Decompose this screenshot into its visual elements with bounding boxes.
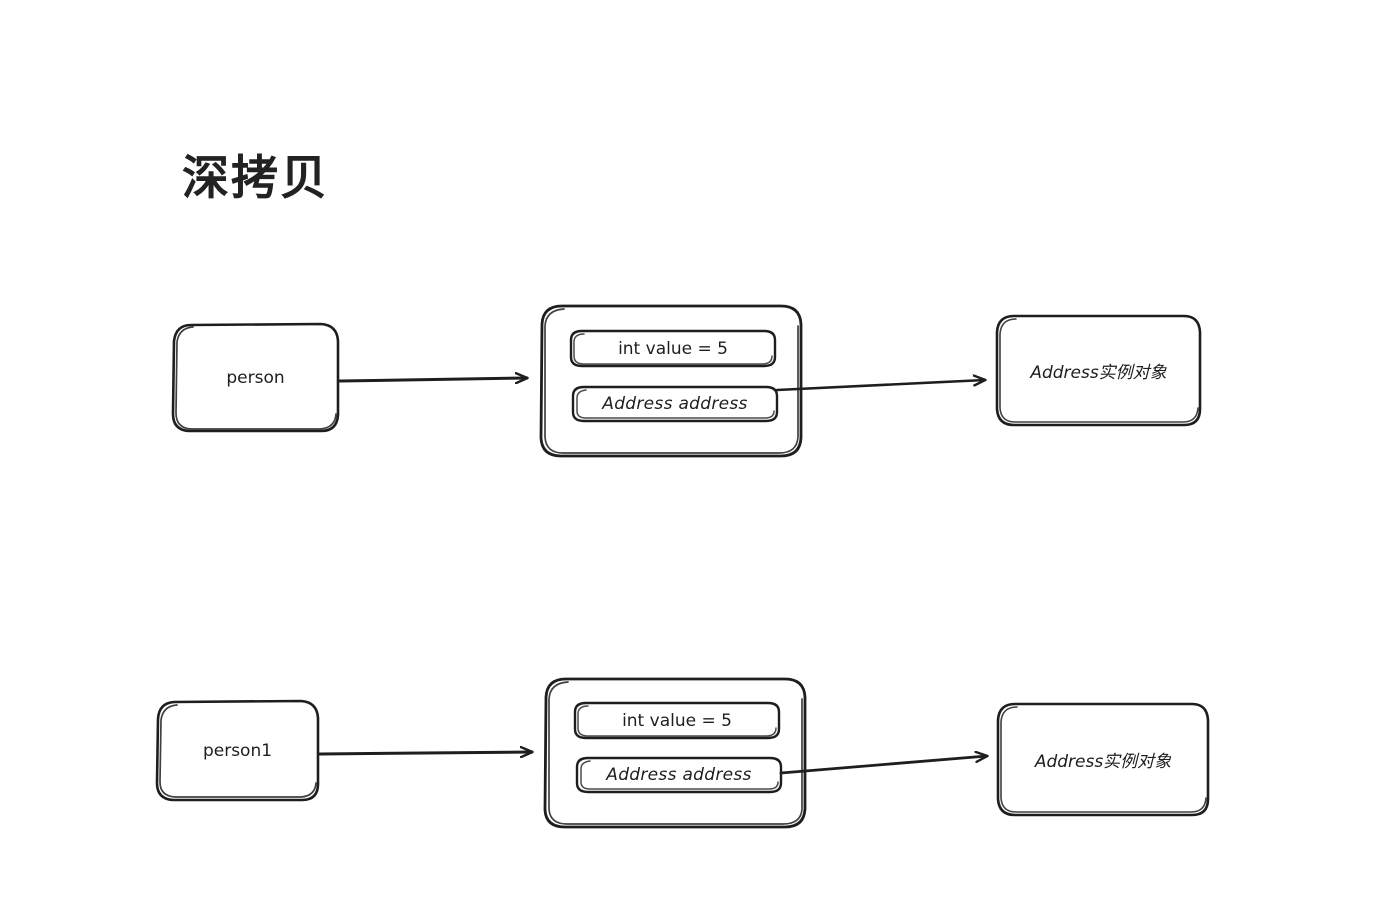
person-box-outline[interactable] (171, 322, 340, 433)
field-address-outline[interactable] (571, 385, 779, 423)
object-box-outline[interactable] (539, 304, 803, 458)
arrow-address-to-object (775, 380, 985, 392)
address-object-box-outline[interactable] (995, 314, 1202, 427)
person1-box-outline[interactable] (155, 699, 320, 802)
field-value-outline[interactable] (569, 329, 777, 368)
field-value-copy-outline[interactable] (573, 701, 781, 740)
page-title: 深拷贝 (182, 151, 329, 206)
arrow-person-to-object (338, 378, 527, 381)
field-address-copy-outline[interactable] (575, 756, 783, 794)
row-original-shapes (171, 304, 1202, 458)
address-object-copy-box-outline[interactable] (996, 702, 1210, 817)
object-box-copy-outline[interactable] (543, 677, 807, 829)
row-copy-shapes (155, 677, 1210, 829)
arrow-person1-to-object (318, 752, 532, 754)
arrow-address-copy-to-object (779, 756, 987, 775)
